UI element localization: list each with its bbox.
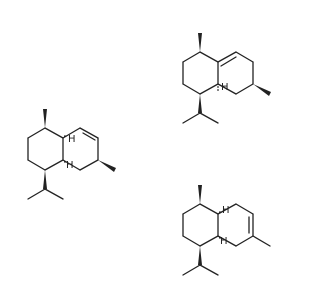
bond bbox=[182, 264, 201, 276]
bond bbox=[182, 112, 201, 124]
bond bbox=[235, 235, 254, 247]
bond bbox=[44, 127, 64, 139]
bond bbox=[199, 51, 219, 63]
bond bbox=[27, 127, 46, 139]
wedge-bond bbox=[43, 170, 47, 189]
bond bbox=[217, 83, 237, 95]
double-bond bbox=[82, 132, 96, 141]
bond bbox=[182, 83, 201, 95]
atom-label-h: H bbox=[221, 82, 229, 93]
wedge-bond bbox=[198, 246, 202, 265]
double-bond bbox=[220, 56, 237, 67]
wedge-bond bbox=[198, 185, 202, 204]
bond bbox=[199, 203, 219, 215]
molecule-bottom-right: H H bbox=[182, 185, 271, 276]
bond bbox=[199, 112, 219, 124]
atom-label-h: H bbox=[220, 236, 228, 247]
bond bbox=[27, 159, 46, 171]
bond bbox=[235, 203, 254, 215]
atom-label-h: H bbox=[66, 160, 74, 171]
bond bbox=[235, 51, 254, 63]
bond bbox=[79, 159, 99, 171]
wedge-bond bbox=[198, 94, 202, 113]
bond bbox=[44, 188, 64, 200]
bond bbox=[27, 188, 46, 200]
wedge-bond bbox=[253, 84, 271, 96]
molecule-top-right: H bbox=[182, 33, 271, 124]
bond bbox=[44, 159, 64, 171]
bond bbox=[182, 235, 201, 247]
structures-svg: H H H bbox=[27, 33, 271, 276]
atom-label-h: H bbox=[68, 134, 76, 145]
bond bbox=[252, 235, 271, 247]
bond bbox=[199, 264, 219, 276]
bond bbox=[199, 235, 219, 247]
atom-label-h: H bbox=[222, 205, 230, 216]
bond bbox=[182, 203, 201, 215]
bond bbox=[182, 51, 201, 63]
structure-canvas: H H H bbox=[27, 33, 271, 276]
bond bbox=[235, 83, 254, 95]
bond bbox=[79, 127, 99, 139]
molecule-middle-left: H H bbox=[27, 109, 116, 200]
wedge-bond bbox=[98, 160, 116, 172]
wedge-bond bbox=[43, 109, 47, 128]
bond bbox=[217, 51, 237, 63]
bond bbox=[199, 83, 219, 95]
wedge-bond bbox=[198, 33, 202, 52]
